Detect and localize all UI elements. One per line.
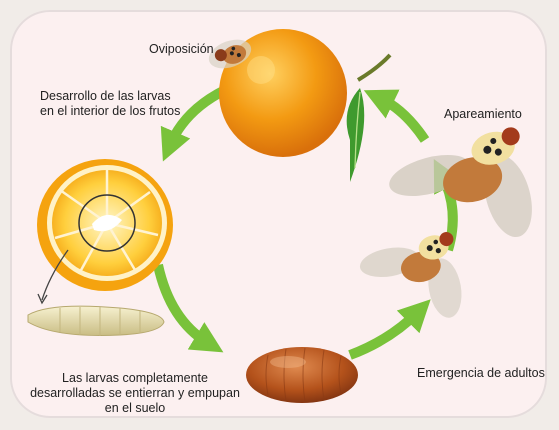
label-larval-development: Desarrollo de las larvas en el interior … [40,89,180,119]
arrow-mating-to-oviposition [380,98,425,140]
cycle-graphic [10,10,547,418]
mating-flies-icon [383,125,545,265]
cut-orange-icon [37,159,173,303]
label-oviposition: Oviposición [149,42,214,57]
label-mating: Apareamiento [444,107,522,122]
arrow-larvae-to-pupa [158,265,208,343]
arrow-pupa-to-emergence [350,312,418,355]
label-emergence: Emergencia de adultos [417,366,545,381]
label-pupation: Las larvas completamente desarrolladas s… [24,371,246,416]
larva-icon [28,306,164,336]
pupa-icon [246,347,358,403]
cycle-card: Oviposición Desarrollo de las larvas en … [10,10,547,418]
